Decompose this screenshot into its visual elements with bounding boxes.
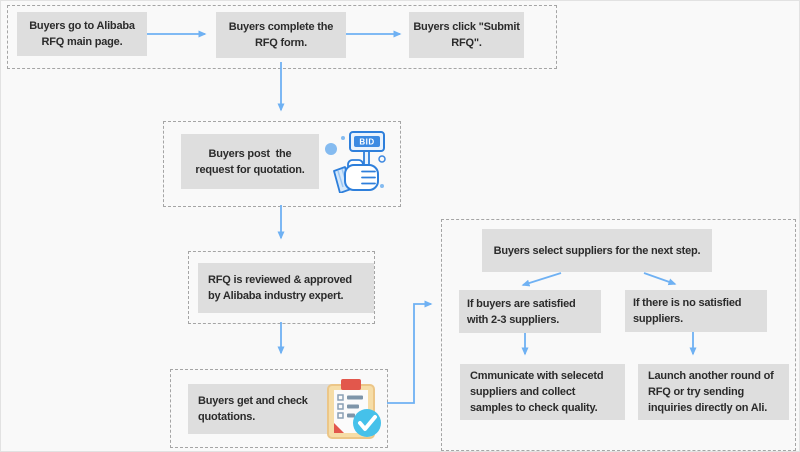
node-rfq-reviewed: RFQ is reviewed & approved by Alibaba in… [198, 263, 374, 313]
node-branch-not-satisfied: If there is no satisfied suppliers. [625, 290, 767, 332]
node-click-submit-rfq: Buyers click "Submit RFQ". [409, 12, 524, 58]
node-get-check-quotations: Buyers get and check quotations. [188, 384, 332, 434]
node-communicate-collect-samples: Cmmunicate with selecetd suppliers and c… [460, 364, 625, 420]
node-go-to-rfq-page: Buyers go to Alibaba RFQ main page. [17, 12, 147, 56]
group-rfq-submission [7, 5, 557, 69]
node-post-request: Buyers post the request for quotation. [181, 134, 319, 189]
node-complete-rfq-form: Buyers complete the RFQ form. [216, 12, 346, 58]
group-post-request [163, 121, 401, 207]
node-branch-satisfied: If buyers are satisfied with 2-3 supplie… [459, 290, 601, 333]
group-supplier-selection [441, 219, 796, 451]
node-select-suppliers: Buyers select suppliers for the next ste… [482, 229, 712, 272]
node-launch-another-round: Launch another round of RFQ or try sendi… [638, 364, 789, 420]
arrow-check-selection [387, 300, 433, 404]
group-check-quotations [170, 369, 388, 448]
